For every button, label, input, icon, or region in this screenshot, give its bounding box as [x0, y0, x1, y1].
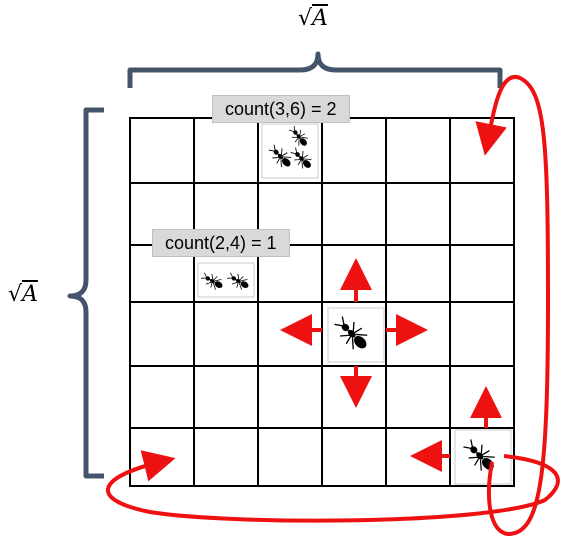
top-sqrt-label: √A: [298, 6, 328, 31]
left-sqrt-label: √A: [8, 282, 38, 307]
left-brace: [67, 107, 104, 479]
count-callout-1: count(3,6) = 2: [212, 95, 350, 123]
wrap-arrow-icon: [475, 75, 551, 537]
top-brace: [127, 51, 503, 88]
grid: [129, 117, 515, 487]
ant-tile: [261, 123, 319, 179]
wrap-arrow-icon: [106, 450, 560, 523]
count-callout-2: count(2,4) = 1: [152, 229, 290, 257]
